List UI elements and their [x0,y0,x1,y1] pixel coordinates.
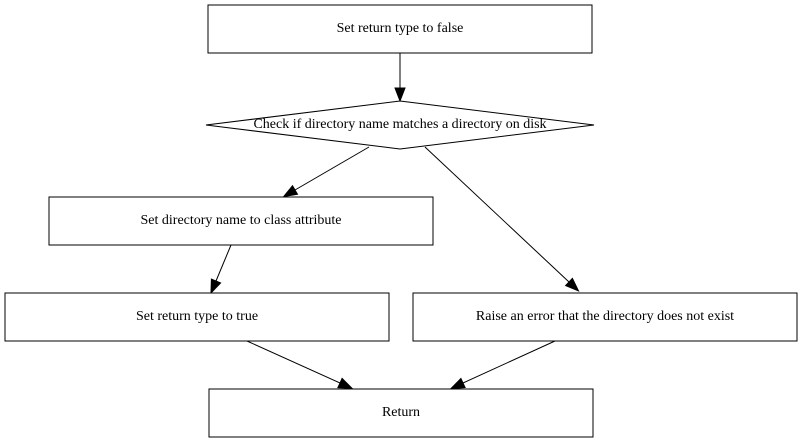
node-set-directory-attribute-label: Set directory name to class attribute [141,213,342,228]
node-set-return-false-label: Set return type to false [337,21,464,36]
edge-raise-error-to-return [449,340,556,390]
edge-check-to-set-attr [282,146,370,198]
node-raise-error: Raise an error that the directory does n… [412,292,798,342]
edge-set-false-to-check [394,53,406,103]
node-return: Return [208,388,594,438]
node-set-return-false: Set return type to false [207,4,593,54]
edge-set-attr-to-set-true [210,244,232,295]
node-check-directory-label: Check if directory name matches a direct… [253,117,546,132]
node-set-return-true: Set return type to true [4,292,390,342]
node-return-label: Return [382,405,420,420]
edge-check-to-raise-error [424,146,580,292]
node-set-return-true-label: Set return type to true [136,309,258,324]
edge-set-true-to-return [246,340,354,389]
node-set-directory-attribute: Set directory name to class attribute [48,196,434,246]
node-raise-error-label: Raise an error that the directory does n… [476,309,734,324]
node-check-directory: Check if directory name matches a direct… [205,100,595,150]
